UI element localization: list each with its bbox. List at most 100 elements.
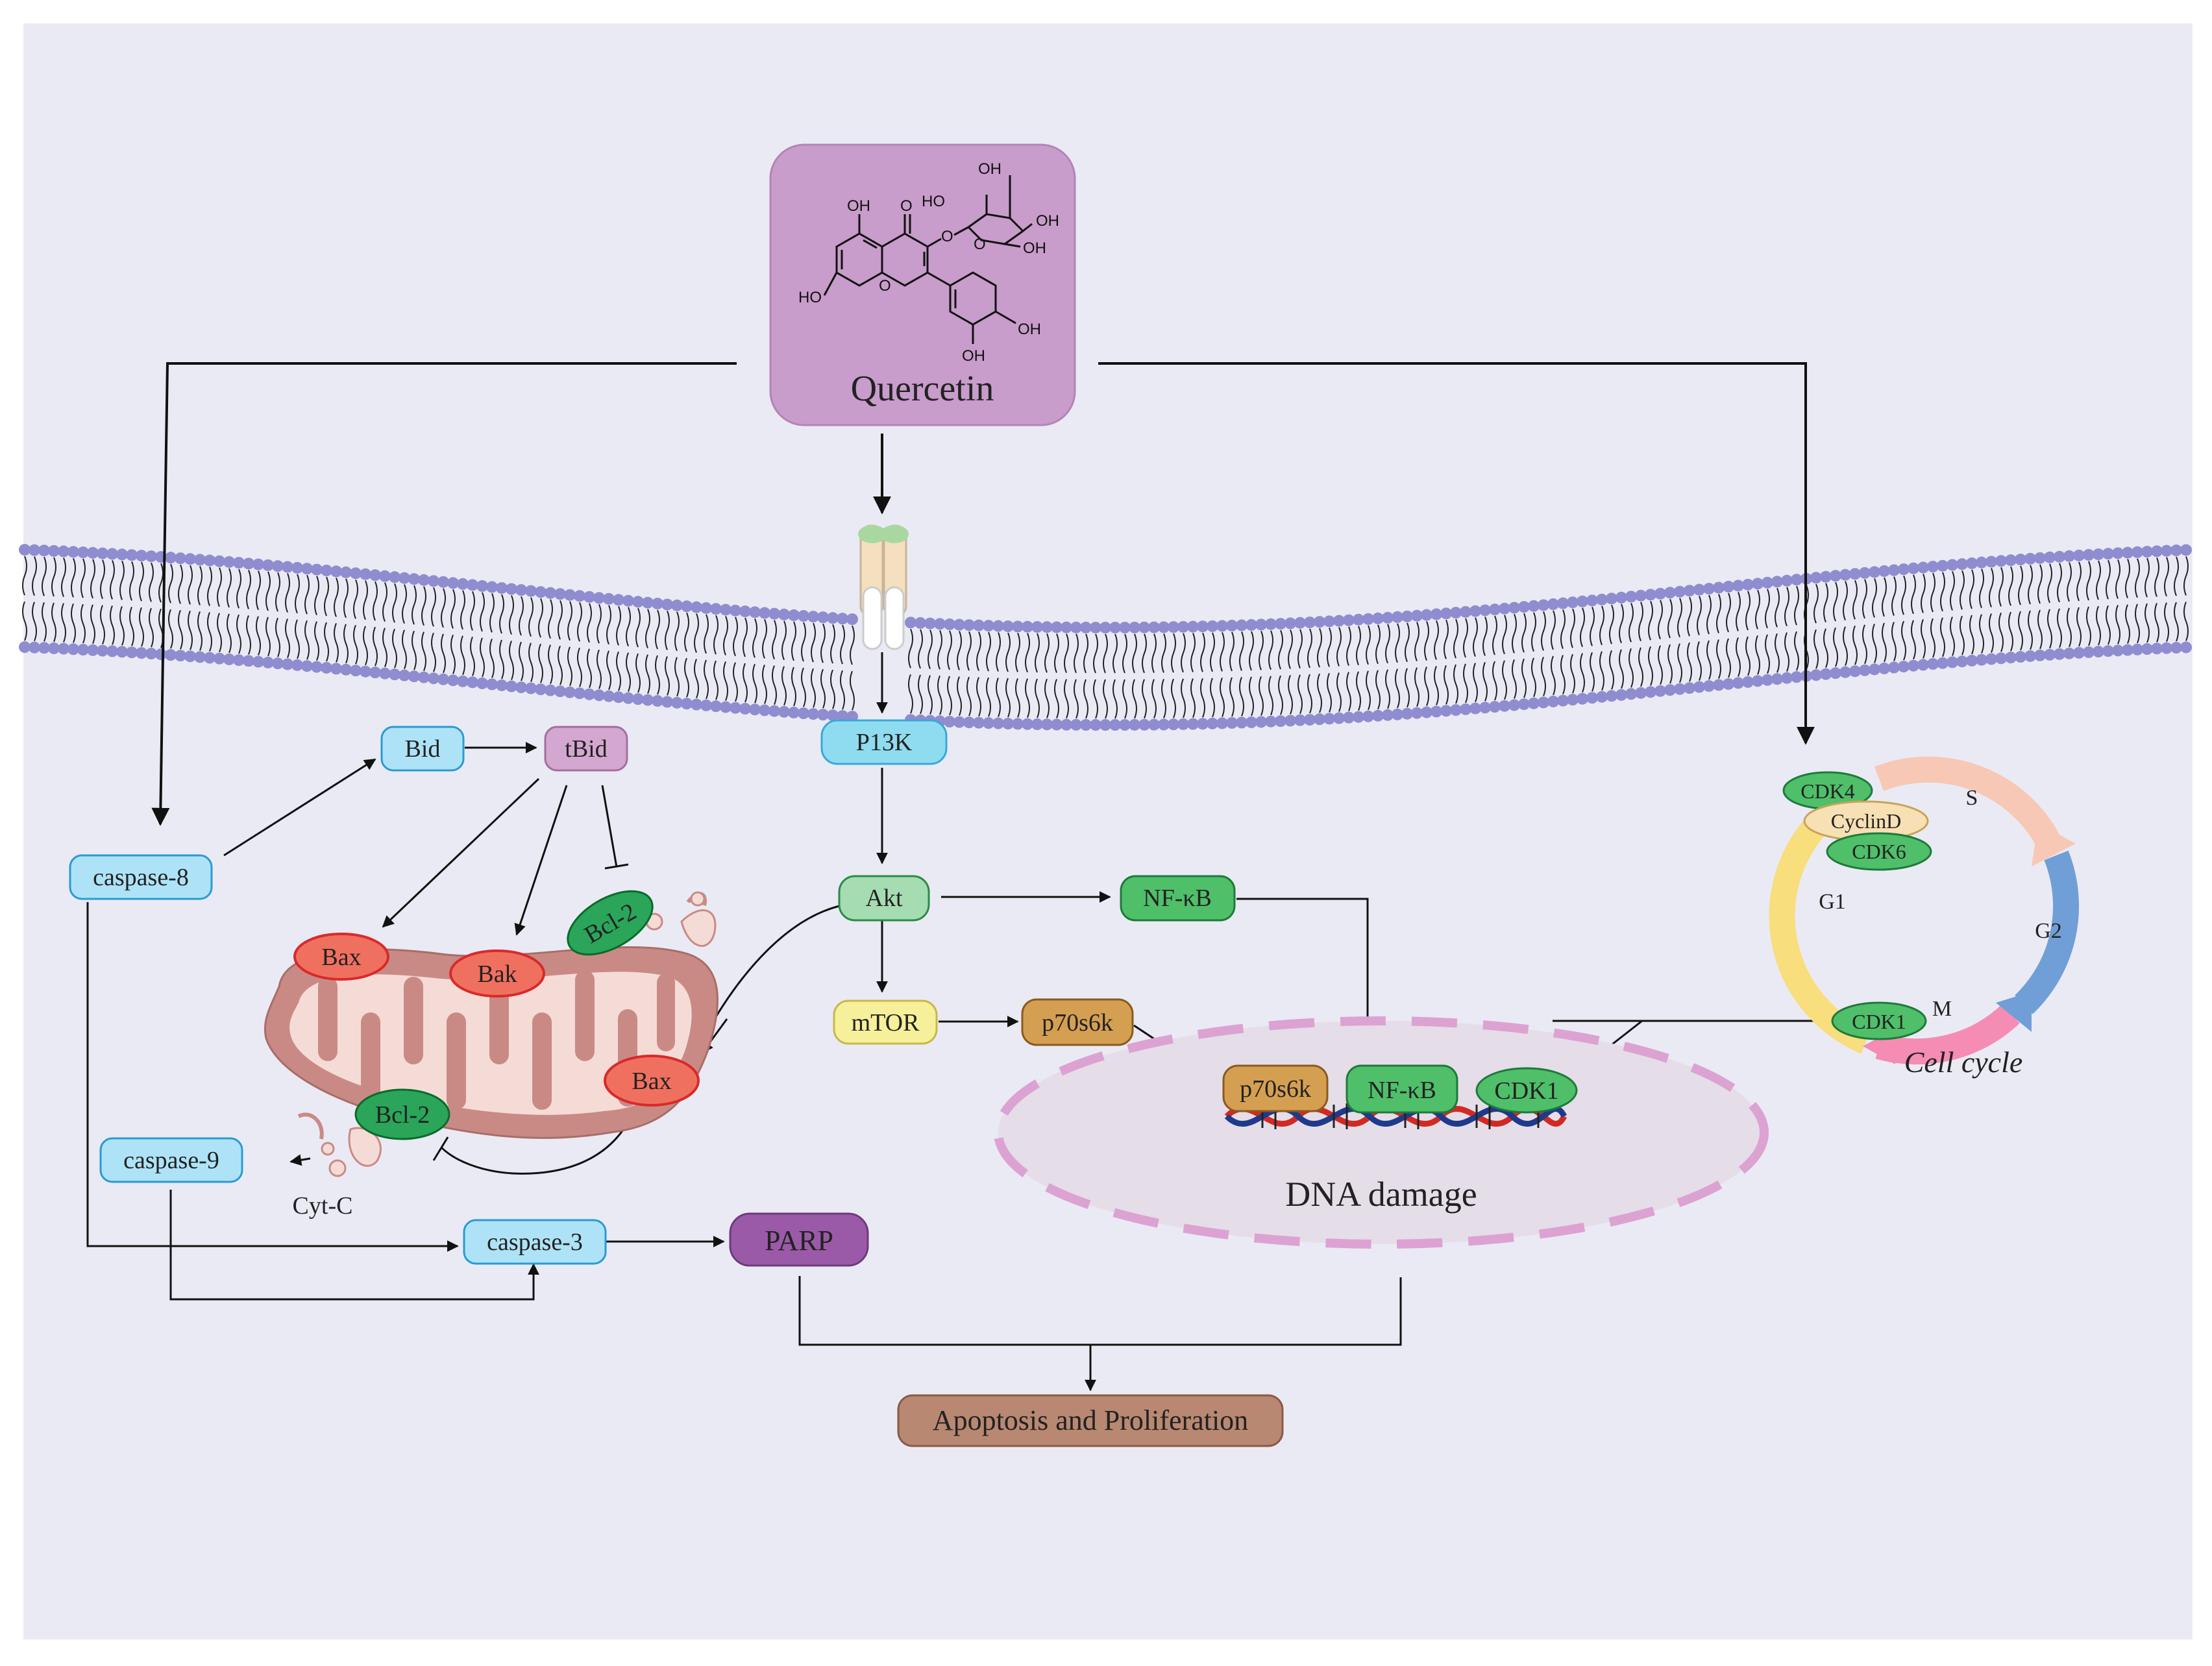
lipid-head [1703, 583, 1715, 595]
lipid-head [1518, 601, 1530, 613]
lipid-head [798, 610, 809, 622]
lipid-tail [840, 624, 845, 710]
lipid-head [1489, 701, 1501, 713]
lipid-tail [1706, 594, 1712, 680]
lipid-head [272, 657, 284, 670]
chem-label: O [900, 197, 913, 215]
lipid-head [408, 573, 420, 585]
lipid-tail [343, 578, 349, 664]
lipid-tail [1259, 630, 1264, 716]
nfkb-label: NF-κB [1143, 885, 1212, 912]
lipid-head [457, 578, 469, 590]
lipid-tail [1375, 624, 1381, 710]
lipid-head [652, 694, 663, 707]
lipid-head [554, 588, 566, 600]
lipid-tail [470, 591, 475, 676]
lipid-head [301, 563, 313, 575]
quercetin-structure-icon [823, 175, 1033, 344]
lipid-head [1898, 563, 1910, 576]
lipid-tail [1921, 574, 1926, 659]
lipid-tail [412, 585, 417, 670]
lipid-tail [285, 573, 290, 658]
lipid-head [2102, 645, 2114, 657]
lipid-head [1255, 716, 1267, 728]
lipid-tail [1463, 618, 1468, 704]
lipid-head [1820, 570, 1832, 583]
lipid-head [1450, 704, 1462, 717]
lipid-head [1382, 611, 1394, 624]
lipid-head [77, 546, 89, 559]
lipid-head [58, 545, 69, 557]
lipid-head [496, 582, 508, 594]
lipid-head [1839, 569, 1851, 581]
p70s6k-label: p70s6k [1240, 1075, 1311, 1103]
lipid-tail [1687, 596, 1692, 682]
lipid-head [1723, 678, 1734, 690]
lipid-head [749, 704, 761, 716]
lipid-head [467, 579, 478, 591]
lipid-tail [1609, 604, 1614, 690]
lipid-head [622, 692, 634, 704]
lipid-head [700, 602, 712, 614]
lipid-head [1031, 620, 1043, 633]
chem-label: OH [1036, 212, 1059, 230]
lipid-tail [1989, 568, 1994, 653]
p70s6k-label: p70s6k [1042, 1009, 1113, 1036]
lipid-tail [1940, 572, 1945, 657]
lipid-tail [548, 599, 553, 685]
lipid-head [369, 569, 381, 582]
lipid-tail [402, 584, 407, 670]
lipid-head [1061, 621, 1072, 633]
lipid-head [369, 667, 381, 679]
lipid-head [68, 643, 79, 655]
lipid-tail [1414, 622, 1419, 707]
lipid-head [282, 561, 293, 573]
lipid-head [1947, 656, 1958, 668]
lipid-head [175, 650, 186, 662]
lipid-tail [684, 612, 689, 698]
lipid-head [38, 545, 50, 557]
lipid-head [817, 611, 829, 624]
lipid-head [340, 663, 352, 676]
lipid-head [1771, 673, 1783, 685]
lipid-head [1100, 621, 1111, 633]
lipid-tail [1093, 633, 1098, 719]
lipid-head [1061, 718, 1072, 731]
lipid-tail [265, 571, 271, 657]
lipid-head [1002, 620, 1014, 632]
lipid-head [1538, 696, 1549, 709]
lipid-tail [275, 572, 280, 657]
lipid-head [19, 641, 31, 654]
lipid-head [1508, 602, 1520, 614]
lipid-head [564, 686, 576, 698]
nucleus [994, 1016, 1769, 1249]
lipid-tail [22, 556, 27, 641]
dna-damage-label: DNA damage [1285, 1175, 1477, 1214]
lipid-tail [1852, 580, 1858, 665]
lipid-head [574, 687, 585, 700]
lipid-tail [558, 600, 563, 685]
lipid-head [720, 604, 731, 616]
lipid-tail [2037, 564, 2043, 650]
lipid-tail [2125, 559, 2130, 644]
lipid-head [29, 544, 40, 556]
lipid-head [1625, 591, 1637, 603]
lipid-tail [1025, 633, 1030, 718]
lipid-head [1869, 566, 1880, 578]
lipid-head [953, 716, 965, 728]
lipid-head [408, 670, 420, 683]
lipid-head [554, 685, 566, 698]
lipid-tail [1336, 627, 1342, 712]
lipid-tail [1872, 578, 1877, 663]
lipid-tail [499, 594, 504, 680]
lipid-head [934, 618, 946, 630]
lipid-head [584, 591, 595, 603]
lipid-tail [1366, 625, 1371, 711]
lipid-head [1041, 621, 1053, 633]
lipid-head [1284, 617, 1296, 630]
lipid-tail [2086, 561, 2091, 646]
lipid-head [1148, 621, 1160, 633]
lipid-head [710, 700, 722, 713]
lipid-head [574, 590, 585, 602]
lipid-head [1255, 619, 1267, 631]
